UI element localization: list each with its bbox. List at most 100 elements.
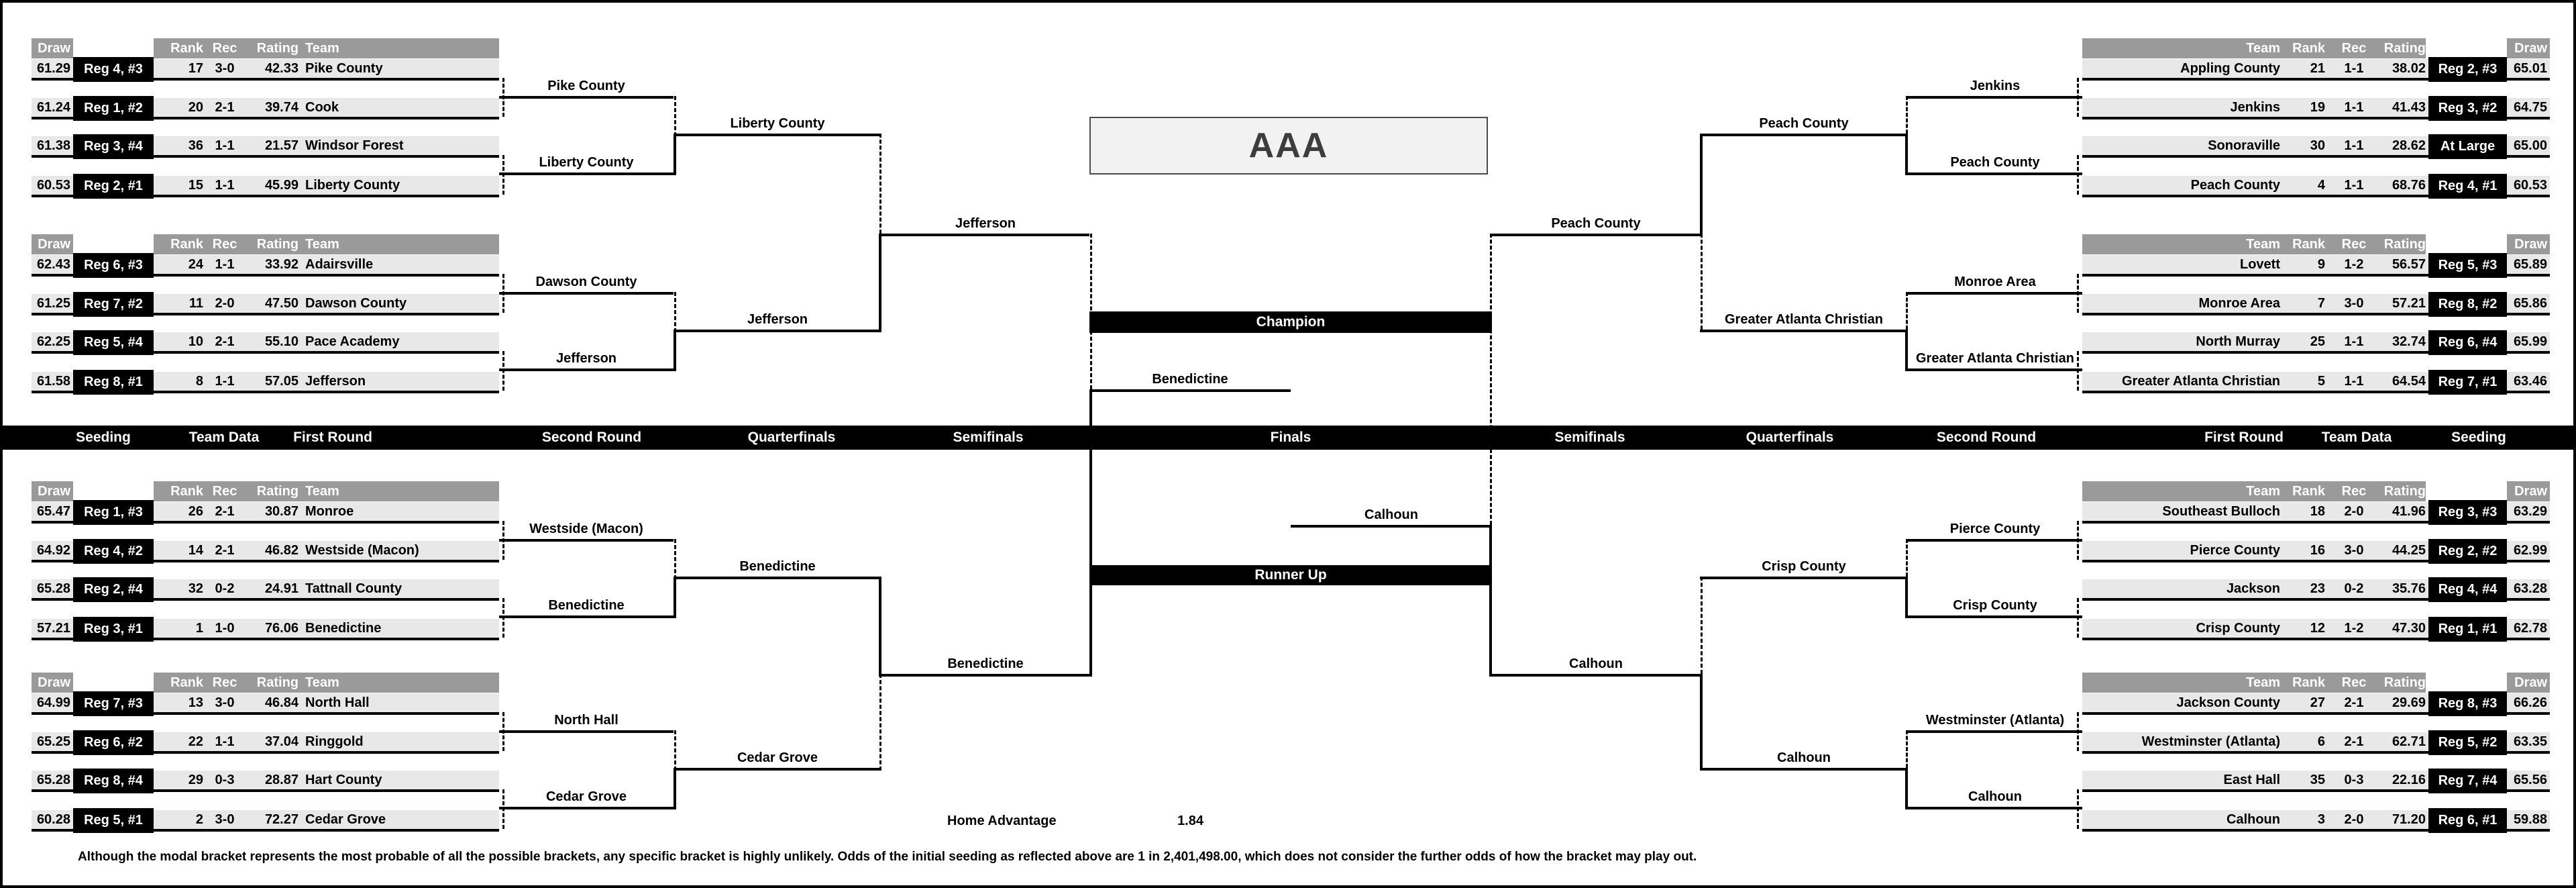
rating-value: 44.25 [2392,543,2426,558]
team-name: Monroe Area [2198,296,2280,311]
draw-value: 61.58 [36,374,70,389]
bracket-line [1905,768,1908,809]
bracket-line-dotted [674,292,676,332]
record-value: 1-1 [2344,334,2364,349]
bracket-line [499,615,674,618]
round-label-teamdata-left: Team Data [189,430,260,445]
rank-value: 32 [188,581,203,596]
seed-badge: Reg 8, #4 [73,769,154,793]
record-value: 1-2 [2344,621,2364,636]
rank-value: 2 [195,812,203,827]
champion-label: Champion [1256,314,1326,330]
team-name: Peach County [2190,178,2280,193]
column-header-team: Team [305,237,339,252]
bracket-line [1492,234,1700,236]
advancing-team-label: Calhoun [1777,750,1831,765]
column-header-rating: Rating [2383,484,2426,499]
bracket-line [1908,730,2082,733]
advancing-team-label: Greater Atlanta Christian [1916,351,2074,366]
round-label-quarterfinals-left: Quarterfinals [747,430,836,445]
seed-table-right-1: Team Rank Rec Rating Draw Appling County… [2082,38,2550,199]
rating-value: 41.43 [2392,100,2426,115]
column-header-draw: Draw [2507,673,2550,693]
bracket-line-dotted [1701,577,1703,674]
rank-value: 19 [2310,100,2325,115]
rank-value: 13 [188,695,203,710]
footnote-text: Although the modal bracket represents th… [78,850,1697,864]
column-header-rank: Rank [170,41,203,56]
seed-badge: Reg 6, #3 [73,253,154,278]
record-value: 1-1 [2344,138,2364,153]
record-value: 1-1 [2344,178,2364,193]
rating-value: 46.82 [264,543,299,558]
record-value: 1-2 [2344,257,2364,272]
bracket-line-dotted [879,134,881,234]
advancing-team-label: Benedictine [947,656,1024,671]
bracket-line [674,768,881,771]
rank-value: 10 [188,334,203,349]
team-name: Tattnall County [305,581,402,596]
draw-value: 61.38 [36,138,70,153]
team-name: Appling County [2180,61,2280,76]
rank-value: 15 [188,178,203,193]
rank-value: 20 [188,100,203,115]
bracket-line-dotted [2077,521,2079,560]
bracket-line [1908,539,2082,542]
rating-value: 30.87 [264,504,299,519]
column-header-rating: Rating [256,237,299,252]
draw-value: 65.99 [2513,334,2547,349]
seed-table-right-3: Team Rank Rec Rating Draw Southeast Bull… [2082,481,2550,642]
seed-badge: Reg 7, #2 [73,292,154,317]
column-header-draw: Draw [32,234,73,254]
column-header-team: Team [305,484,339,499]
team-name: Westminster (Atlanta) [2141,734,2280,749]
header-bar [2082,673,2426,693]
bracket-line [1700,768,1908,771]
rating-value: 57.21 [2392,296,2426,311]
header-bar [154,234,499,254]
column-header-rank: Rank [2292,237,2325,252]
draw-value: 61.24 [36,100,70,115]
bracket-line-dotted [674,539,676,579]
draw-value: 65.28 [36,581,70,596]
column-header-rating: Rating [256,41,299,56]
advancing-team-label: Crisp County [1762,559,1846,574]
record-value: 2-1 [215,100,235,115]
column-header-rank: Rank [2292,484,2325,499]
seed-badge: Reg 2, #3 [2428,57,2507,82]
rating-value: 28.87 [264,773,299,787]
column-header-draw: Draw [32,673,73,693]
bracket-line [499,292,674,295]
bracket-line [881,234,1089,236]
advancing-team-label: Liberty County [539,155,634,170]
rating-value: 37.04 [264,734,299,749]
bracket-line [1089,389,1291,392]
header-bar [2082,38,2426,58]
draw-value: 57.21 [36,621,70,636]
record-value: 3-0 [215,812,235,827]
team-name: Jackson [2226,581,2280,596]
draw-value: 65.89 [2513,257,2547,272]
table-header: Team Rank Rec Rating Draw [2082,673,2550,693]
bracket-line [1908,96,2082,99]
advancing-team-label: Liberty County [730,116,825,131]
record-value: 1-1 [215,138,235,153]
rank-value: 3 [2317,812,2325,827]
record-value: 0-2 [215,581,235,596]
round-label-seeding-right: Seeding [2451,430,2506,445]
bracket-line-dotted [879,674,881,771]
rank-value: 30 [2310,138,2325,153]
bracket-line [674,330,881,332]
team-name: Sonoraville [2208,138,2280,153]
draw-value: 60.53 [2513,178,2547,193]
